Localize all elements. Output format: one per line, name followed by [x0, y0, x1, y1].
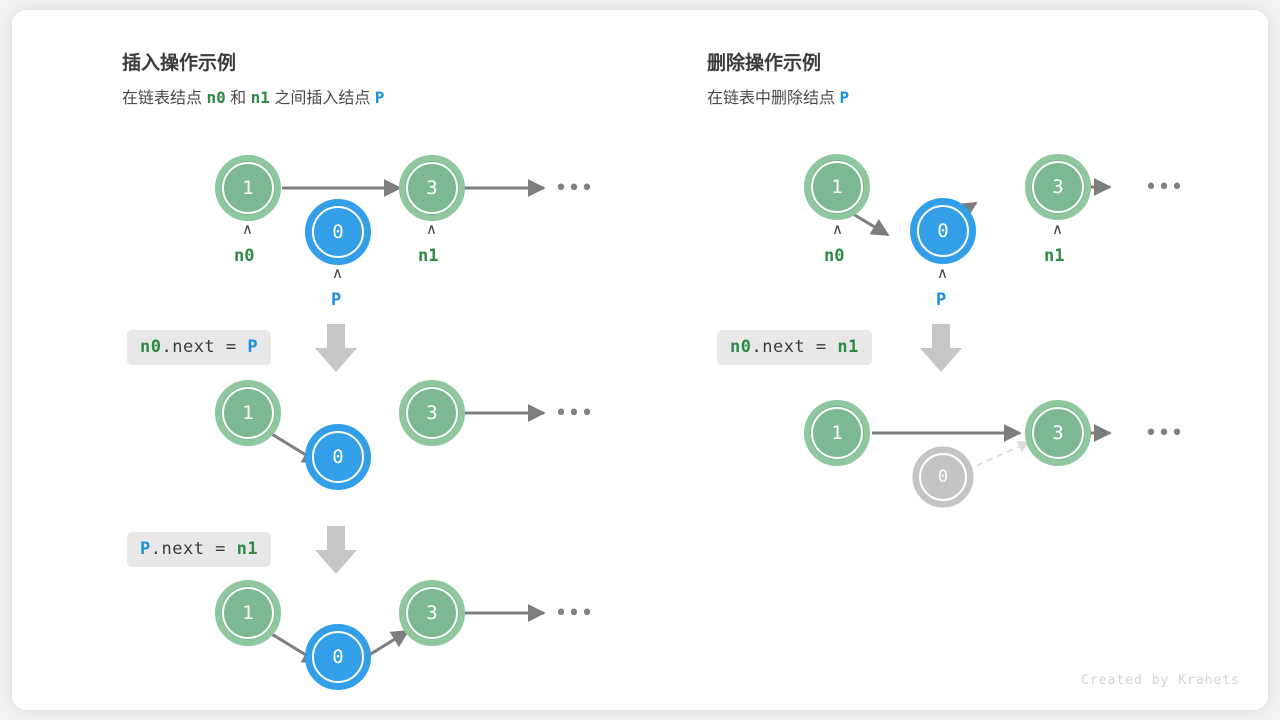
- node-1-green: 1: [215, 155, 281, 221]
- step-arrow-down-1: [315, 324, 357, 372]
- step-arrow-down-1: [920, 324, 962, 372]
- node-0-blue: 0: [910, 198, 976, 264]
- tail-ellipsis: •••: [555, 176, 594, 201]
- node-value: 1: [242, 602, 253, 624]
- caret-icon-n1: ∧: [1052, 220, 1063, 238]
- code-box-insert-step1: n0.next = P: [127, 330, 272, 365]
- pointer-label-n0: n0: [824, 246, 845, 266]
- subtitle-token-p: P: [374, 88, 385, 107]
- panel-delete-subtitle: 在链表中删除结点 P: [707, 88, 850, 107]
- subtitle-token-n0: n0: [206, 88, 226, 107]
- tail-ellipsis: •••: [1145, 421, 1184, 446]
- caret-icon-n0: ∧: [832, 220, 843, 238]
- node-1-green: 1: [804, 400, 870, 466]
- node-3-green: 3: [399, 155, 465, 221]
- caret-icon-p: ∧: [937, 264, 948, 282]
- caret-icon-n1: ∧: [426, 220, 437, 238]
- tail-ellipsis: •••: [1145, 175, 1184, 200]
- node-value: 3: [1052, 176, 1063, 198]
- node-0-gray-deleted: 0: [912, 446, 974, 508]
- node-value: 3: [426, 402, 437, 424]
- node-value: 0: [332, 446, 343, 468]
- node-1-green: 1: [804, 154, 870, 220]
- node-value: 1: [242, 177, 253, 199]
- insert-step2-graph: 1 0 3 •••: [215, 380, 594, 490]
- node-0-blue: 0: [305, 624, 371, 690]
- insert-step3-graph: 1 0 3 •••: [215, 580, 594, 690]
- subtitle-token-p: P: [839, 88, 850, 107]
- pointer-label-p: P: [936, 290, 947, 310]
- node-3-green: 3: [1025, 154, 1091, 220]
- node-3-green: 3: [399, 580, 465, 646]
- tail-ellipsis: •••: [555, 401, 594, 426]
- step-arrow-down-2: [315, 526, 357, 574]
- panel-insert-title: 插入操作示例: [122, 53, 237, 74]
- node-value: 1: [831, 176, 842, 198]
- delete-step2-graph: 1 0 3 •••: [804, 400, 1184, 508]
- node-value: 3: [1052, 422, 1063, 444]
- caret-icon-p: ∧: [332, 264, 343, 282]
- pointer-label-n1: n1: [1044, 246, 1065, 266]
- caret-icon-n0: ∧: [242, 220, 253, 238]
- insert-step1-graph: 1 0 3 •••: [215, 155, 594, 265]
- node-0-blue: 0: [305, 424, 371, 490]
- node-value: 0: [332, 221, 343, 243]
- code-box-insert-step2: P.next = n1: [127, 532, 272, 567]
- node-value: 0: [332, 646, 343, 668]
- node-value: 0: [938, 467, 948, 487]
- tail-ellipsis: •••: [555, 601, 594, 626]
- diagram-card: 插入操作示例 在链表结点 n0 和 n1 之间插入结点 P 1: [12, 10, 1268, 710]
- node-value: 0: [937, 220, 948, 242]
- node-3-green: 3: [1025, 400, 1091, 466]
- node-3-green: 3: [399, 380, 465, 446]
- pointer-label-n0: n0: [234, 246, 255, 266]
- delete-step1-graph: 1 0 3 •••: [804, 154, 1184, 264]
- link-deleted-to-n1-dashed: [966, 440, 1031, 471]
- pointer-label-n1: n1: [418, 246, 439, 266]
- credit-footer: Created by Krahets: [1081, 673, 1240, 688]
- pointer-label-p: P: [331, 290, 342, 310]
- panel-delete-title: 删除操作示例: [707, 53, 822, 74]
- node-1-green: 1: [215, 580, 281, 646]
- panel-insert-subtitle: 在链表结点 n0 和 n1 之间插入结点 P: [122, 88, 385, 107]
- node-value: 3: [426, 602, 437, 624]
- node-value: 1: [831, 422, 842, 444]
- node-value: 3: [426, 177, 437, 199]
- code-box-delete-step1: n0.next = n1: [717, 330, 872, 365]
- subtitle-token-n1: n1: [250, 88, 270, 107]
- node-value: 1: [242, 402, 253, 424]
- node-0-blue: 0: [305, 199, 371, 265]
- node-1-green: 1: [215, 380, 281, 446]
